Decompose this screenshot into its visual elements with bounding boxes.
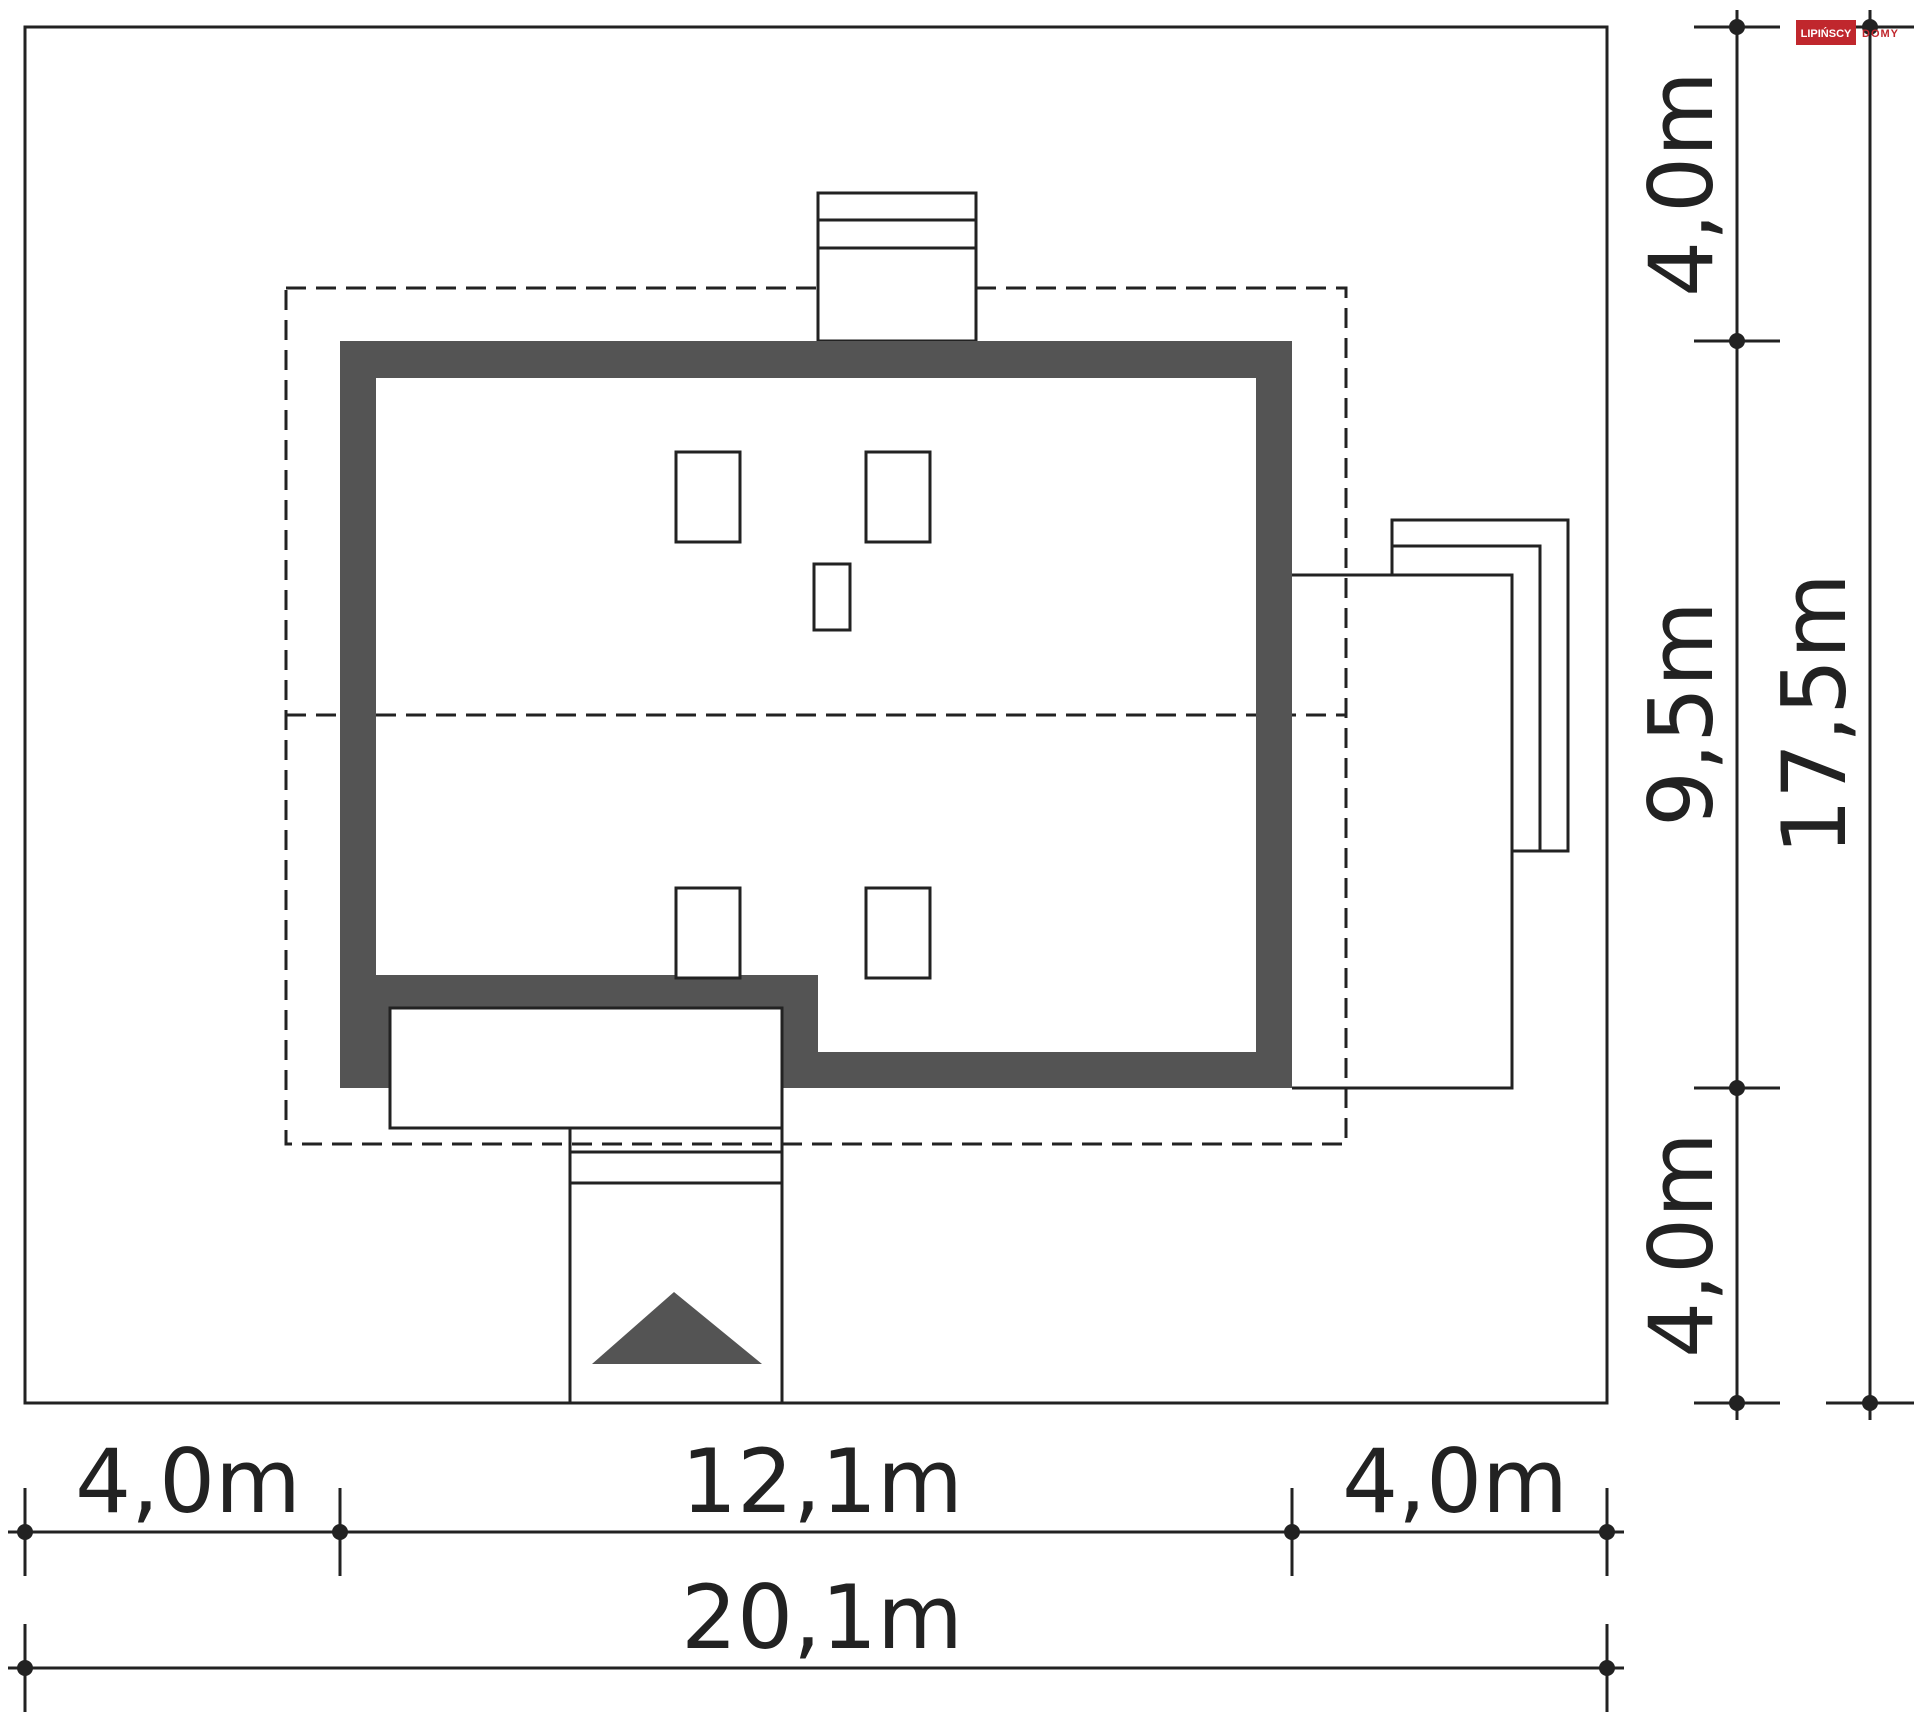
rear-steps xyxy=(816,191,978,343)
dim-plot-depth: 17,5m xyxy=(1763,573,1866,855)
logo-badge xyxy=(1796,20,1856,45)
dim-house-depth: 9,5m xyxy=(1630,601,1733,827)
dim-setback-bottom: 4,0m xyxy=(1630,1132,1733,1358)
logo-suffix: DOMY xyxy=(1862,28,1899,40)
roof-outline xyxy=(284,286,1348,1146)
porch xyxy=(388,1006,784,1130)
plot-boundary xyxy=(23,25,1609,1405)
horizontal-dimensions xyxy=(8,1488,1624,1712)
dim-setback-left: 4,0m xyxy=(75,1430,301,1533)
horizontal-dimension-dots xyxy=(17,1524,1615,1676)
entrance-arrow-icon xyxy=(592,1292,762,1364)
driveway xyxy=(568,1128,784,1403)
vertical-dimension-dots xyxy=(1729,19,1878,1411)
side-terrace xyxy=(1292,518,1570,1090)
dim-setback-top: 4,0m xyxy=(1630,71,1733,297)
dim-house-width: 12,1m xyxy=(681,1430,963,1533)
roof-windows xyxy=(674,450,932,980)
company-logo: LIPIŃSCY DOMY xyxy=(1796,20,1899,45)
dim-plot-width: 20,1m xyxy=(681,1566,963,1669)
logo-brand: LIPIŃSCY xyxy=(1801,27,1852,40)
dim-setback-right: 4,0m xyxy=(1342,1430,1568,1533)
